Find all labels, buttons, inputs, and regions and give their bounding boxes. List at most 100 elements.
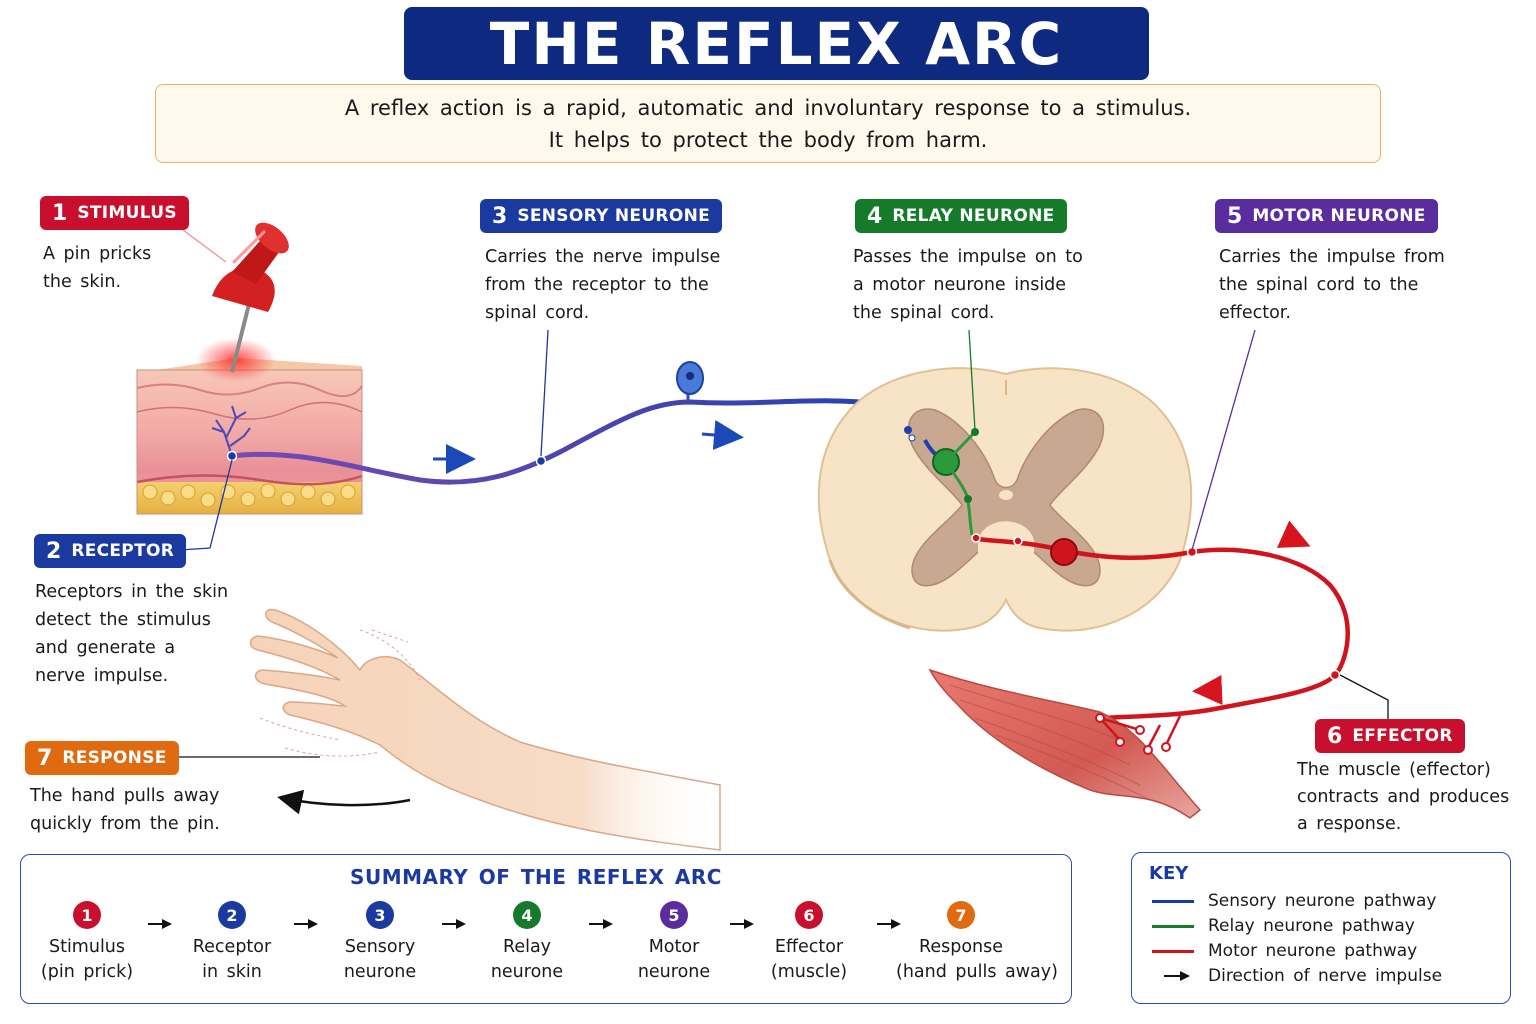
stimulus-number: 1: [52, 200, 68, 226]
receptor-desc-line: and generate a: [35, 638, 176, 658]
intro-line-2: It helps to protect the body from harm.: [548, 127, 988, 152]
key-label: Sensory neurone pathway: [1208, 891, 1437, 911]
step-arrow-icon: [588, 919, 613, 929]
step-arrow-icon: [294, 919, 318, 929]
hand: [249, 608, 721, 851]
relay-badge: 4 RELAY NEURONE: [855, 199, 1067, 233]
key-arrow-icon: [1164, 971, 1190, 981]
response-direction-arrow: [277, 789, 411, 815]
relay-desc-line: Passes the impulse on to: [853, 247, 1083, 267]
stimulus-desc-line: A pin pricks: [43, 244, 152, 264]
sensory-badge: 3 SENSORY NEURONE: [480, 199, 723, 233]
effector-number: 6: [1327, 723, 1343, 749]
pin: [212, 222, 289, 373]
sensory-desc-line: Carries the nerve impulse: [485, 247, 721, 267]
motor-desc-line: the spinal cord to the: [1219, 275, 1419, 295]
key-label: Relay neurone pathway: [1208, 916, 1415, 936]
sensory-title: SENSORY NEURONE: [517, 206, 711, 226]
response-number: 7: [37, 745, 53, 771]
effector-desc-line: a response.: [1297, 814, 1402, 834]
stimulus-desc-line: the skin.: [43, 272, 122, 292]
step-number-badge: 5: [660, 901, 688, 929]
step-label-line-1: Relay: [502, 937, 552, 957]
receptor-desc-line: Receptors in the skin: [35, 582, 229, 602]
stimulus-badge: 1 STIMULUS: [40, 196, 189, 230]
receptor-title: RECEPTOR: [71, 541, 175, 561]
sensory-description: Carries the nerve impulse from the recep…: [485, 243, 720, 327]
title-banner: THE REFLEX ARC: [404, 7, 1149, 80]
motor-desc-line: Carries the impulse from: [1219, 247, 1445, 267]
step-label-line-1: Effector: [774, 937, 844, 957]
key-box: KEY Sensory neurone pathway Relay neuron…: [1131, 852, 1511, 1004]
key-swatch-relay: [1152, 924, 1194, 928]
step-label-line-2: in skin: [202, 962, 262, 982]
key-item-direction: Direction of nerve impulse: [1152, 964, 1442, 988]
receptor-desc-line: nerve impulse.: [35, 666, 169, 686]
step-label-line-2: neurone: [490, 962, 564, 982]
effector-title: EFFECTOR: [1352, 726, 1453, 746]
response-desc-line: The hand pulls away: [30, 786, 220, 806]
motor-cell-body: [1050, 538, 1078, 566]
sensory-desc-line: from the receptor to the: [485, 275, 709, 295]
sensory-number: 3: [492, 203, 508, 229]
step-label-line-1: Motor: [648, 937, 700, 957]
response-description: The hand pulls away quickly from the pin…: [30, 782, 220, 838]
step-label-line-2: (pin prick): [40, 962, 134, 982]
motor-badge: 5 MOTOR NEURONE: [1215, 199, 1438, 233]
sensory-desc-line: spinal cord.: [485, 303, 590, 323]
page-title: THE REFLEX ARC: [489, 9, 1064, 78]
step-number-badge: 6: [795, 901, 823, 929]
motor-title: MOTOR NEURONE: [1252, 206, 1426, 226]
key-item-relay: Relay neurone pathway: [1152, 914, 1415, 938]
relay-desc-line: a motor neurone inside: [853, 275, 1067, 295]
effector-desc-line: contracts and produces: [1297, 787, 1510, 807]
stimulus-description: A pin pricks the skin.: [43, 240, 151, 296]
key-label: Direction of nerve impulse: [1208, 966, 1443, 986]
motor-direction-arrow-1: [1276, 520, 1311, 548]
key-swatch-sensory: [1152, 899, 1194, 903]
relay-title: RELAY NEURONE: [892, 206, 1055, 226]
intro-line-1: A reflex action is a rapid, automatic an…: [344, 95, 1192, 120]
step-arrow-icon: [441, 919, 466, 929]
motor-direction-arrow-2: [1192, 675, 1223, 705]
motor-desc-line: effector.: [1219, 303, 1291, 323]
step-label-line-1: Receptor: [192, 937, 272, 957]
key-label: Motor neurone pathway: [1208, 941, 1418, 961]
motor-number: 5: [1227, 203, 1243, 229]
key-item-motor: Motor neurone pathway: [1152, 939, 1417, 963]
stimulus-title: STIMULUS: [77, 203, 177, 223]
step-number-badge: 3: [366, 901, 394, 929]
skin-section: [136, 338, 363, 515]
receptor-number: 2: [46, 538, 62, 564]
step-arrow-icon: [877, 919, 901, 929]
relay-description: Passes the impulse on to a motor neurone…: [853, 243, 1083, 327]
step-label-line-2: neurone: [343, 962, 417, 982]
effector-desc-line: The muscle (effector): [1297, 760, 1491, 780]
key-swatch-motor: [1152, 949, 1194, 953]
effector-description: The muscle (effector) contracts and prod…: [1297, 757, 1509, 838]
key-item-sensory: Sensory neurone pathway: [1152, 889, 1436, 913]
response-badge: 7 RESPONSE: [25, 741, 179, 775]
step-number-badge: 4: [513, 901, 541, 929]
response-title: RESPONSE: [62, 748, 167, 768]
motor-description: Carries the impulse from the spinal cord…: [1219, 243, 1445, 327]
sensory-direction-arrow-2: [701, 420, 744, 450]
receptor-badge: 2 RECEPTOR: [34, 534, 187, 568]
relay-number: 4: [867, 203, 883, 229]
step-arrow-icon: [729, 919, 754, 929]
step-label-line-1: Response: [918, 937, 1004, 957]
step-label-line-2: (hand pulls away): [896, 962, 1058, 982]
step-number-badge: 7: [947, 901, 975, 929]
muscle: [928, 668, 1202, 819]
step-label-line-2: neurone: [637, 962, 711, 982]
receptor-description: Receptors in the skin detect the stimulu…: [35, 578, 228, 690]
spinal-cord: [817, 367, 1193, 632]
